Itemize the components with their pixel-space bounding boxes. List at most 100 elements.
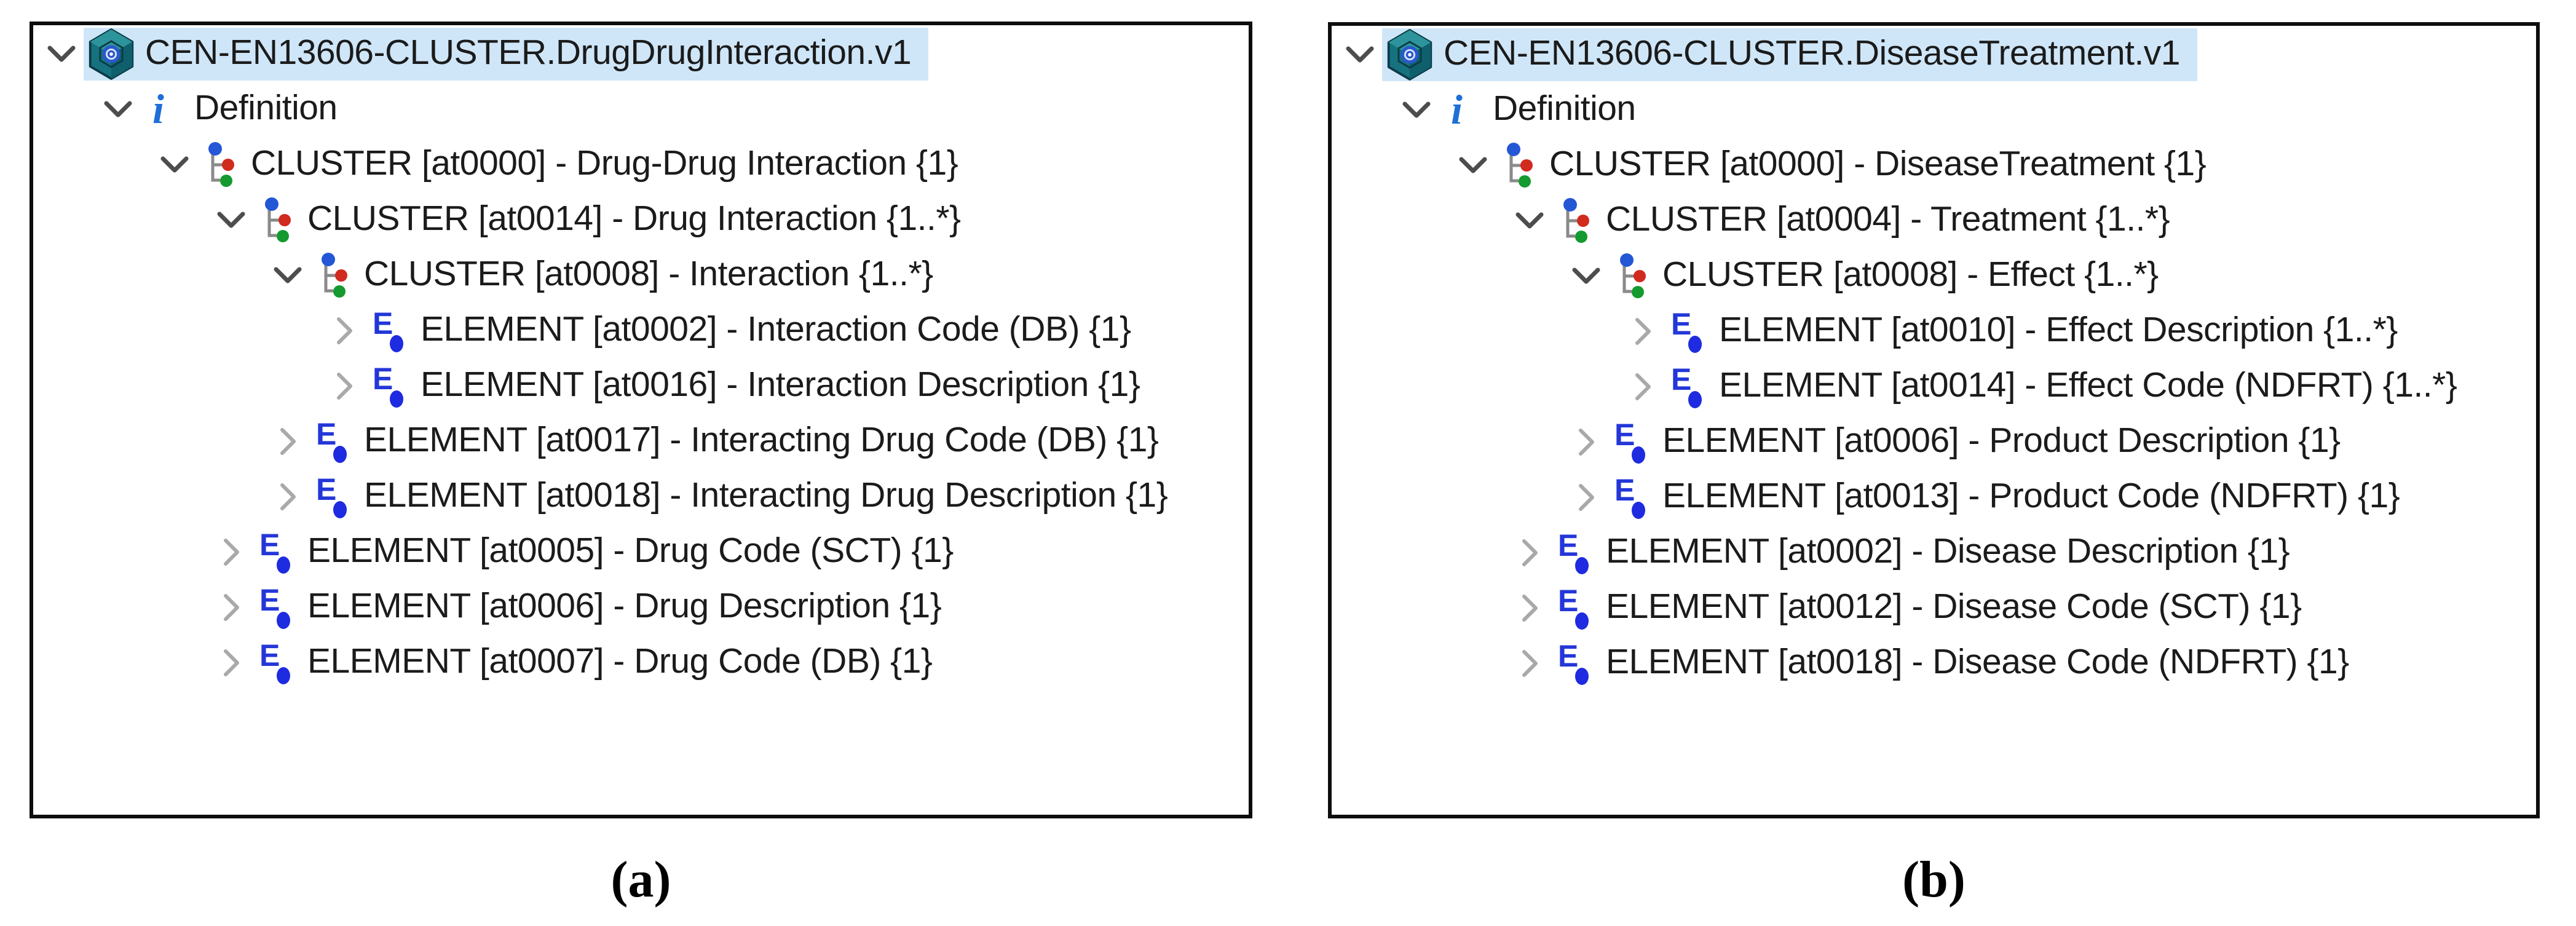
tree-node-label: CLUSTER [at0014] - Drug Interaction {1..… [307,198,961,238]
tree-node-content[interactable]: E ELEMENT [at0018] - Disease Code (NDFRT… [1552,637,2366,690]
tree-node-content[interactable]: E ELEMENT [at0007] - Drug Code (DB) {1} [253,636,949,689]
chevron-down-icon[interactable] [1511,193,1548,248]
chevron-right-icon[interactable] [1624,304,1661,359]
tree-node-content[interactable]: E ELEMENT [at0017] - Interacting Drug Co… [310,415,1175,468]
element-icon: E [312,470,355,523]
tree-node: E ELEMENT [at0013] - Product Code (NDFRT… [1332,470,2536,525]
chevron-right-icon[interactable] [1568,414,1605,470]
chevron-right-icon[interactable] [1511,525,1548,580]
svg-text:E: E [259,528,280,562]
element-icon: E [1611,471,1654,524]
tree-node-content[interactable]: i Definition [1439,84,1653,137]
tree-node: E ELEMENT [at0006] - Product Description… [1332,414,2536,470]
tree-node: E ELEMENT [at0002] - Interaction Code (D… [33,303,1249,358]
chevron-down-icon[interactable] [213,192,250,248]
tree-node: E ELEMENT [at0018] - Interacting Drug De… [33,469,1249,524]
tree-node: CEN-EN13606-CLUSTER.DrugDrugInteraction.… [33,26,1249,82]
tree-node-label: CEN-EN13606-CLUSTER.DrugDrugInteraction.… [145,32,912,72]
chevron-right-icon[interactable] [326,358,363,414]
cluster-icon [256,194,299,247]
tree-node-content[interactable]: CLUSTER [at0014] - Drug Interaction {1..… [253,194,978,247]
tree-node-content[interactable]: E ELEMENT [at0014] - Effect Code (NDFRT)… [1665,360,2474,413]
tree-node-content[interactable]: E ELEMENT [at0012] - Disease Code (SCT) … [1552,582,2319,635]
tree-node-label: ELEMENT [at0006] - Drug Description {1} [307,585,942,625]
element-icon: E [256,581,299,634]
tree-node-content[interactable]: E ELEMENT [at0006] - Product Description… [1608,416,2358,469]
tree-node-label: ELEMENT [at0002] - Interaction Code (DB)… [421,309,1131,349]
element-icon: E [1554,526,1597,579]
tree-node-label: ELEMENT [at0007] - Drug Code (DB) {1} [307,641,933,681]
chevron-right-icon[interactable] [1568,470,1605,525]
element-icon: E [1667,360,1710,413]
tree-node-content[interactable]: CLUSTER [at0000] - Drug-Drug Interaction… [197,138,975,191]
element-icon: E [1667,305,1710,358]
tree-node-label: ELEMENT [at0016] - Interaction Descripti… [421,364,1140,404]
tree-node-content[interactable]: E ELEMENT [at0016] - Interaction Descrip… [366,360,1157,413]
svg-text:E: E [1614,418,1635,452]
tree-node-label: ELEMENT [at0010] - Effect Description {1… [1719,309,2398,349]
figure-caption-a: (a) [610,851,671,908]
svg-text:E: E [259,639,280,673]
tree-node-content[interactable]: E ELEMENT [at0013] - Product Code (NDFRT… [1608,471,2417,524]
chevron-down-icon[interactable] [43,26,80,82]
element-icon: E [1554,582,1597,635]
tree-node-content[interactable]: E ELEMENT [at0010] - Effect Description … [1665,305,2415,358]
svg-text:E: E [373,362,393,396]
tree-node-content[interactable]: E ELEMENT [at0002] - Disease Description… [1552,526,2307,579]
tree-node-content[interactable]: CLUSTER [at0008] - Interaction {1..*} [310,249,950,302]
tree-node-content[interactable]: E ELEMENT [at0018] - Interacting Drug De… [310,470,1185,523]
svg-text:E: E [1558,639,1578,673]
tree-node: CLUSTER [at0008] - Interaction {1..*} [33,248,1249,303]
chevron-right-icon[interactable] [1624,359,1661,414]
archetype-tree-b: CEN-EN13606-CLUSTER.DiseaseTreatment.v1 … [1332,26,2536,691]
tree-node-selected[interactable]: CEN-EN13606-CLUSTER.DiseaseTreatment.v1 [1382,28,2197,81]
chevron-down-icon[interactable] [1398,82,1435,138]
tree-node-label: ELEMENT [at0014] - Effect Code (NDFRT) {… [1719,365,2457,405]
chevron-down-icon[interactable] [1455,138,1491,193]
svg-text:i: i [1451,86,1463,133]
chevron-right-icon[interactable] [269,414,306,469]
svg-text:E: E [1671,363,1691,397]
archetype-tree-a: CEN-EN13606-CLUSTER.DrugDrugInteraction.… [33,25,1249,691]
chevron-right-icon[interactable] [213,580,250,635]
tree-node-content[interactable]: CLUSTER [at0000] - DiseaseTreatment {1} [1495,139,2223,192]
tree-node-label: ELEMENT [at0006] - Product Description {… [1662,420,2341,460]
chevron-down-icon[interactable] [156,137,193,192]
chevron-right-icon[interactable] [269,469,306,524]
archetype-tree-panel-a: CEN-EN13606-CLUSTER.DrugDrugInteraction.… [30,22,1252,818]
archetype-icon [86,28,136,81]
tree-node: CEN-EN13606-CLUSTER.DiseaseTreatment.v1 [1332,27,2536,82]
cluster-icon [199,138,242,191]
figure-caption-b: (b) [1902,851,1966,908]
tree-node-content[interactable]: CLUSTER [at0008] - Effect {1..*} [1608,250,2176,303]
tree-node: i Definition [1332,82,2536,138]
cluster-icon [1554,194,1597,247]
tree-node-content[interactable]: E ELEMENT [at0006] - Drug Description {1… [253,581,958,634]
tree-node-label: ELEMENT [at0013] - Product Code (NDFRT) … [1662,475,2400,515]
chevron-down-icon[interactable] [1568,248,1605,304]
chevron-right-icon[interactable] [213,524,250,580]
chevron-down-icon[interactable] [100,82,136,137]
chevron-right-icon[interactable] [1511,636,1548,691]
element-icon: E [312,415,355,468]
tree-node: E ELEMENT [at0002] - Disease Description… [1332,525,2536,580]
chevron-right-icon[interactable] [213,635,250,691]
tree-node-content[interactable]: CLUSTER [at0004] - Treatment {1..*} [1552,194,2187,247]
tree-node: E ELEMENT [at0017] - Interacting Drug Co… [33,414,1249,469]
chevron-right-icon[interactable] [1511,580,1548,636]
tree-node-label: ELEMENT [at0018] - Disease Code (NDFRT) … [1606,641,2349,681]
chevron-down-icon[interactable] [1341,27,1378,82]
svg-text:i: i [152,85,164,132]
svg-text:E: E [316,473,336,507]
tree-node-content[interactable]: i Definition [140,83,355,136]
tree-node-content[interactable]: E ELEMENT [at0005] - Drug Code (SCT) {1} [253,526,971,579]
chevron-right-icon[interactable] [326,303,363,358]
tree-node-label: CLUSTER [at0008] - Interaction {1..*} [364,253,933,293]
svg-text:E: E [259,584,280,617]
tree-node-content[interactable]: E ELEMENT [at0002] - Interaction Code (D… [366,304,1148,357]
tree-node: CLUSTER [at0000] - Drug-Drug Interaction… [33,137,1249,192]
tree-node-selected[interactable]: CEN-EN13606-CLUSTER.DrugDrugInteraction.… [84,28,929,81]
chevron-down-icon[interactable] [269,248,306,303]
tree-node-label: ELEMENT [at0002] - Disease Description {… [1606,531,2290,571]
svg-text:E: E [316,417,336,451]
